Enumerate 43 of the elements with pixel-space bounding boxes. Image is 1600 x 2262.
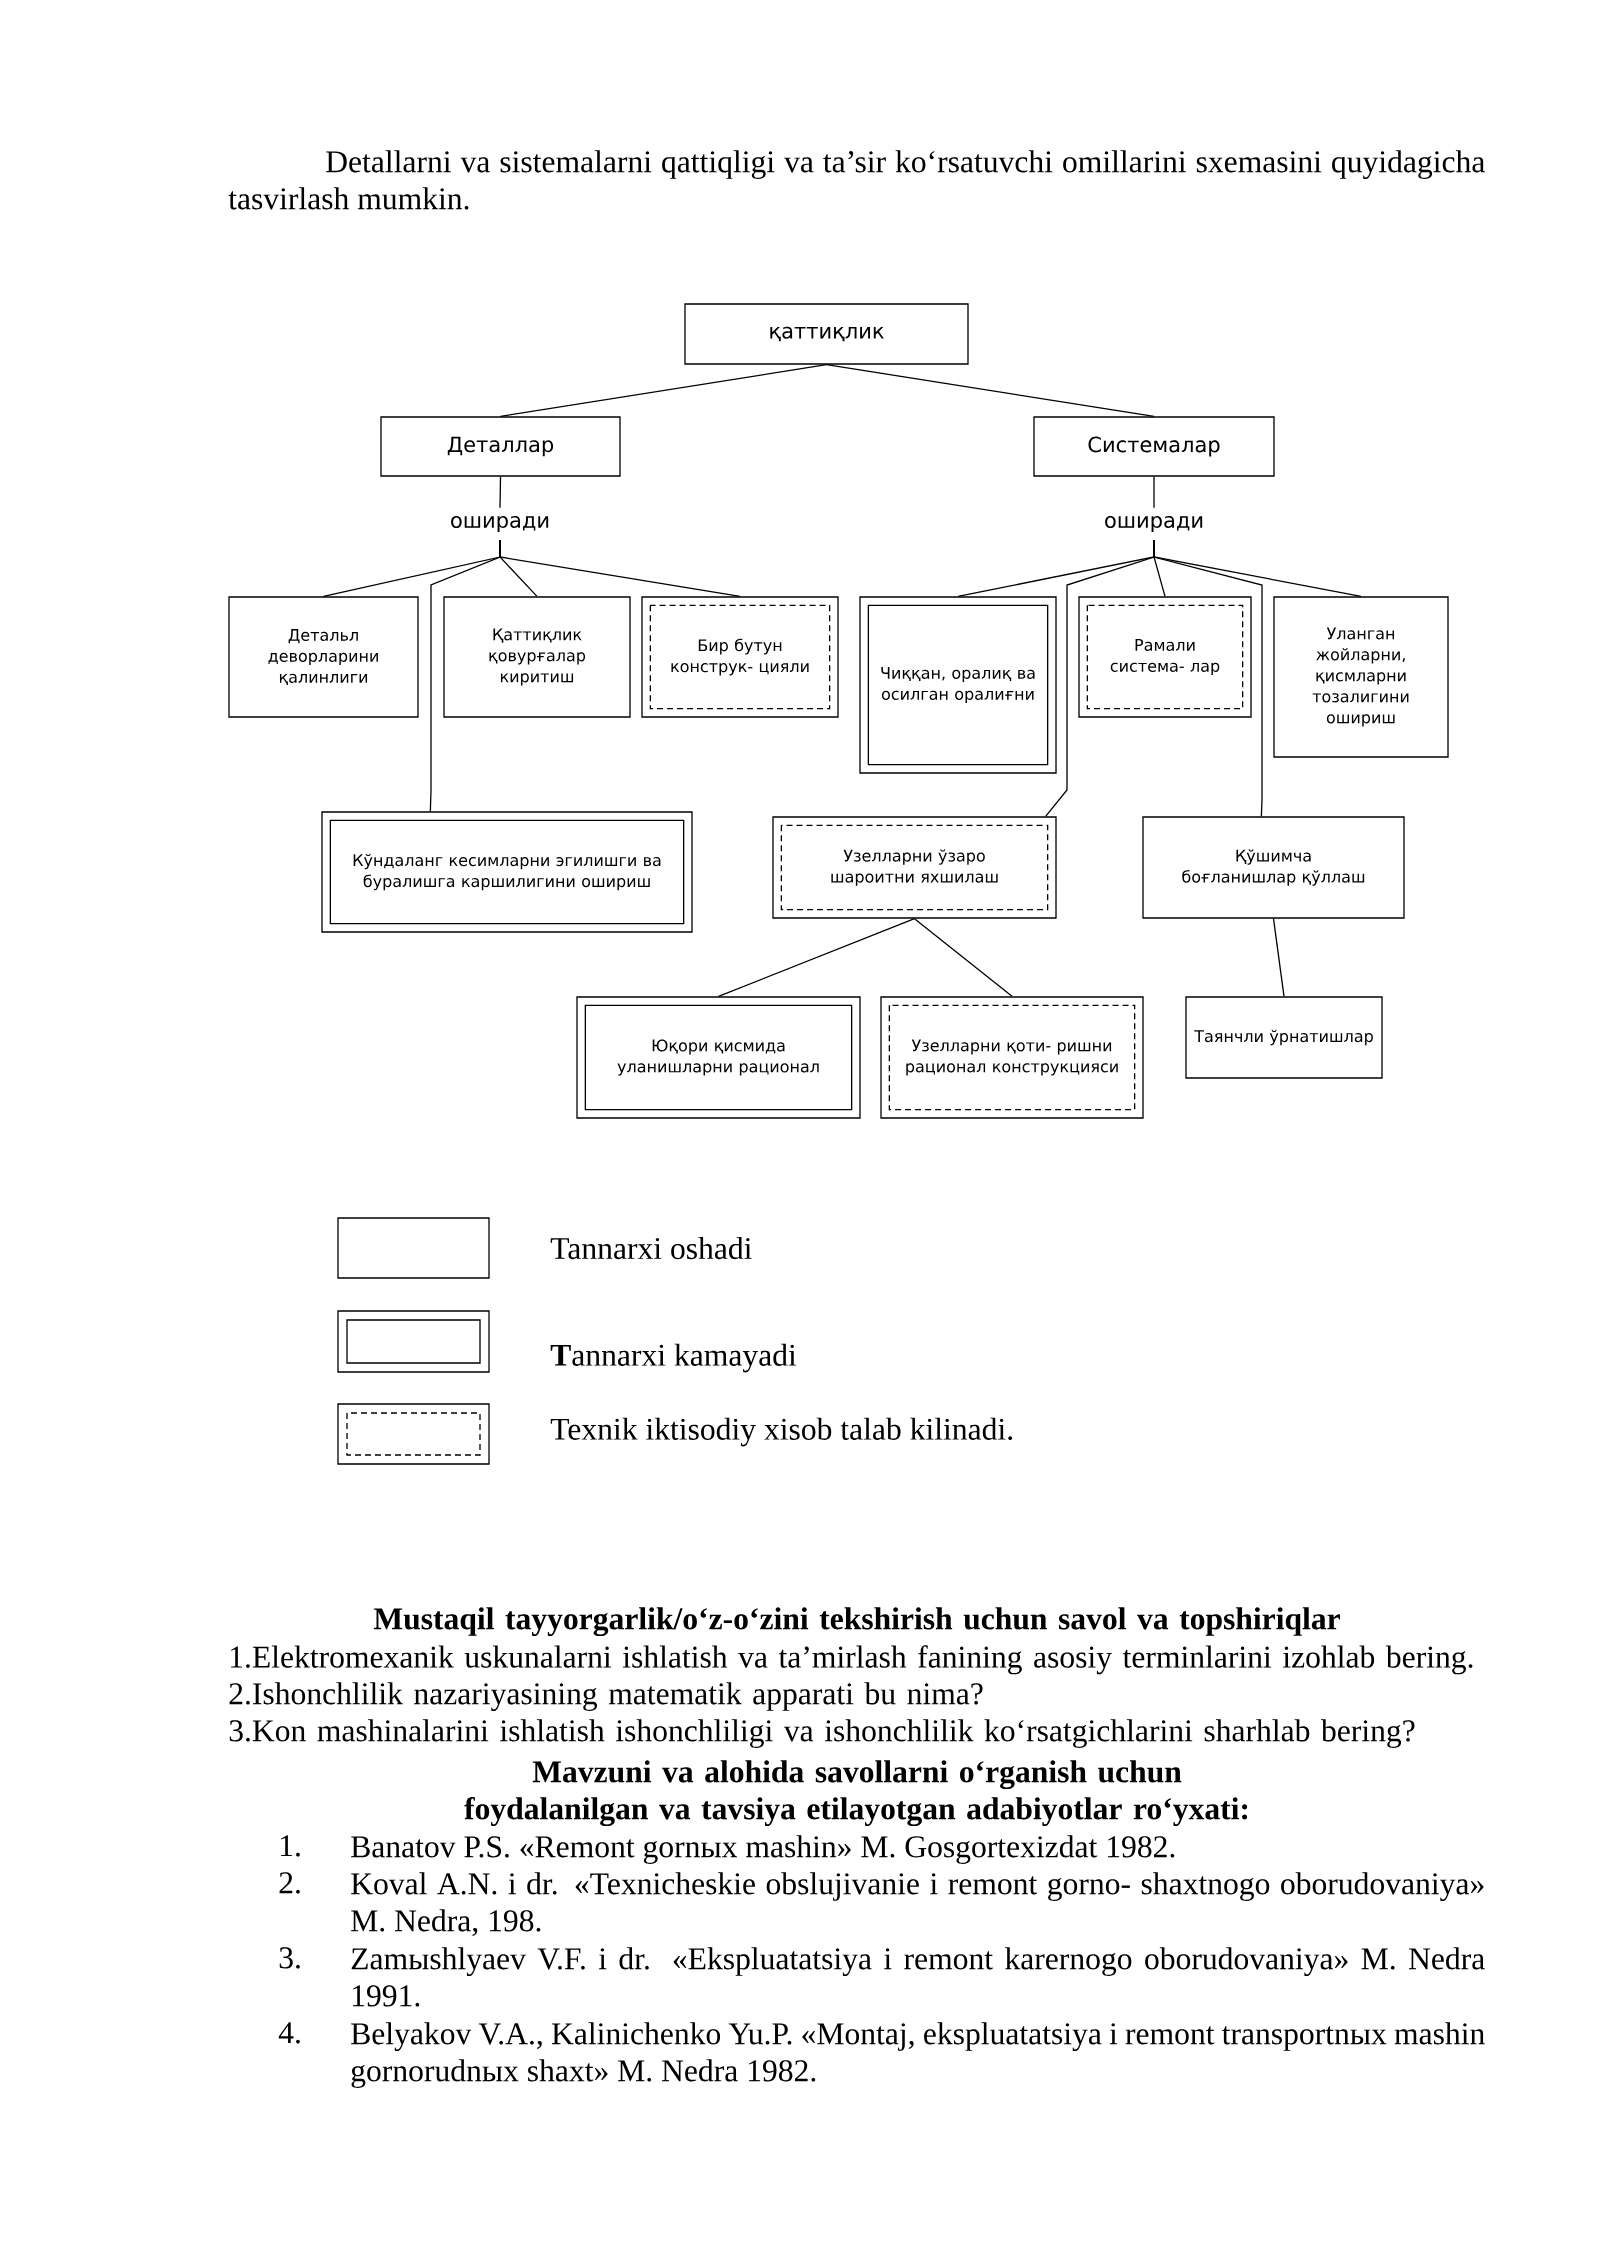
process-box: Детальл деворларини қалинлиги [228, 596, 419, 718]
connector-line [1153, 539, 1263, 817]
connector-line [825, 364, 1155, 417]
reference-text: Koval A.N. i dr. «Texnicheskie obslujivanie i remont gorno- shaxtnogo oborudovaniya» M. Nedra, 198. [351, 1872, 1484, 1936]
connector-line [913, 918, 1013, 997]
process-box: қаттиқлик [684, 303, 969, 365]
reference-text: Banatov P.S. «Remont gornых mashin» M. Gosgortexizdat 1982. [351, 1835, 1175, 1864]
legend-item: Tannarxi oshadi [337, 1217, 752, 1279]
legend-item: Texnik iktisodiy xisob talab kilinadi. [337, 1403, 1013, 1465]
dashed-frame-box: Узелларни қоти- ришни рационал конструкцияси [880, 996, 1144, 1119]
dashed-frame-box: Рамали система- лар [1078, 596, 1252, 718]
process-box: Системалар [1033, 416, 1275, 477]
section-heading: Mavzuni va alohida savollarni o‘rganish uchun foydalanilgan va tavsiya etilayotgan adabiyotlar ro‘yxati: [464, 1760, 1248, 1827]
reference-text: Belyakov V.A., Kalinichenko Yu.P. «Montaj, ekspluatatsiya i remont transportnых mashin gornorudnых shaxt» M. Nedra 1982. [351, 2022, 1485, 2088]
connector-line [1153, 476, 1155, 509]
connector-line [429, 539, 501, 812]
connector-line [499, 476, 502, 509]
dashed-frame-box: Бир бутун конструк- цияли [641, 596, 839, 718]
process-box: Уланган жойларни, қисмларни тозалигини ошириш [1273, 596, 1449, 758]
process-box: Қўшимча боғланишлар қўллаш [1142, 816, 1405, 919]
connector-line [717, 918, 916, 997]
reference-text: Zamыshlyaev V.F. i dr. «Ekspluatatsiya i remont karernogo oborudovaniya» M. Nedra 1991. [351, 1947, 1485, 2007]
branch-label: оширади [451, 515, 549, 533]
branch-label: оширади [1105, 515, 1203, 533]
section-heading: Mustaqil tayyorgarlik/o‘z-o‘zini tekshirish uchun savol va topshiriqlar [373, 1607, 1340, 1637]
question-text: 1.Elektromexanik uskunalarni ishlatish va ta’mirlash fanining asosiy terminlarini izohlab bering. [231, 1645, 1473, 1675]
legend-item: Tannarxi kamayadi [337, 1310, 797, 1373]
connector-line [1272, 918, 1285, 997]
intro-paragraph: Detallarni va sistemalarni qattiqligi va ta’sir ko‘rsatuvchi omillarini sxemasini quyidagicha tasvirlash mumkin. [228, 150, 1485, 210]
process-box: Деталлар [380, 416, 621, 477]
list-number: 1. [281, 1835, 300, 1857]
list-number: 4. [278, 2022, 300, 2044]
dashed-frame-box: Узелларни ўзаро шароитни яхшилаш [772, 816, 1057, 919]
list-number: 3. [279, 1947, 300, 1969]
double-frame-box: Юқори қисмида уланишларни рационал [576, 996, 861, 1119]
question-text: 2.Ishonchlilik nazariyasining matematik apparati bu nima? [229, 1682, 983, 1711]
list-number: 2. [279, 1872, 300, 1894]
connector-line [499, 364, 828, 417]
question-text: 3.Kon mashinalarini ishlatish ishonchliligi va ishonchlilik ko‘rsatgichlarini sharhlab bering? [229, 1719, 1415, 1748]
process-box: Таянчли ўрнатишлар [1185, 996, 1383, 1079]
double-frame-box: Чиққан, оралиқ ва осилган оралиғни [859, 596, 1057, 774]
process-box: Қаттиқлик қовурғалар киритиш [443, 596, 631, 718]
double-frame-box: Кўндаланг кесимларни эгилишги ва буралишга каршилигини ошириш [321, 811, 693, 933]
